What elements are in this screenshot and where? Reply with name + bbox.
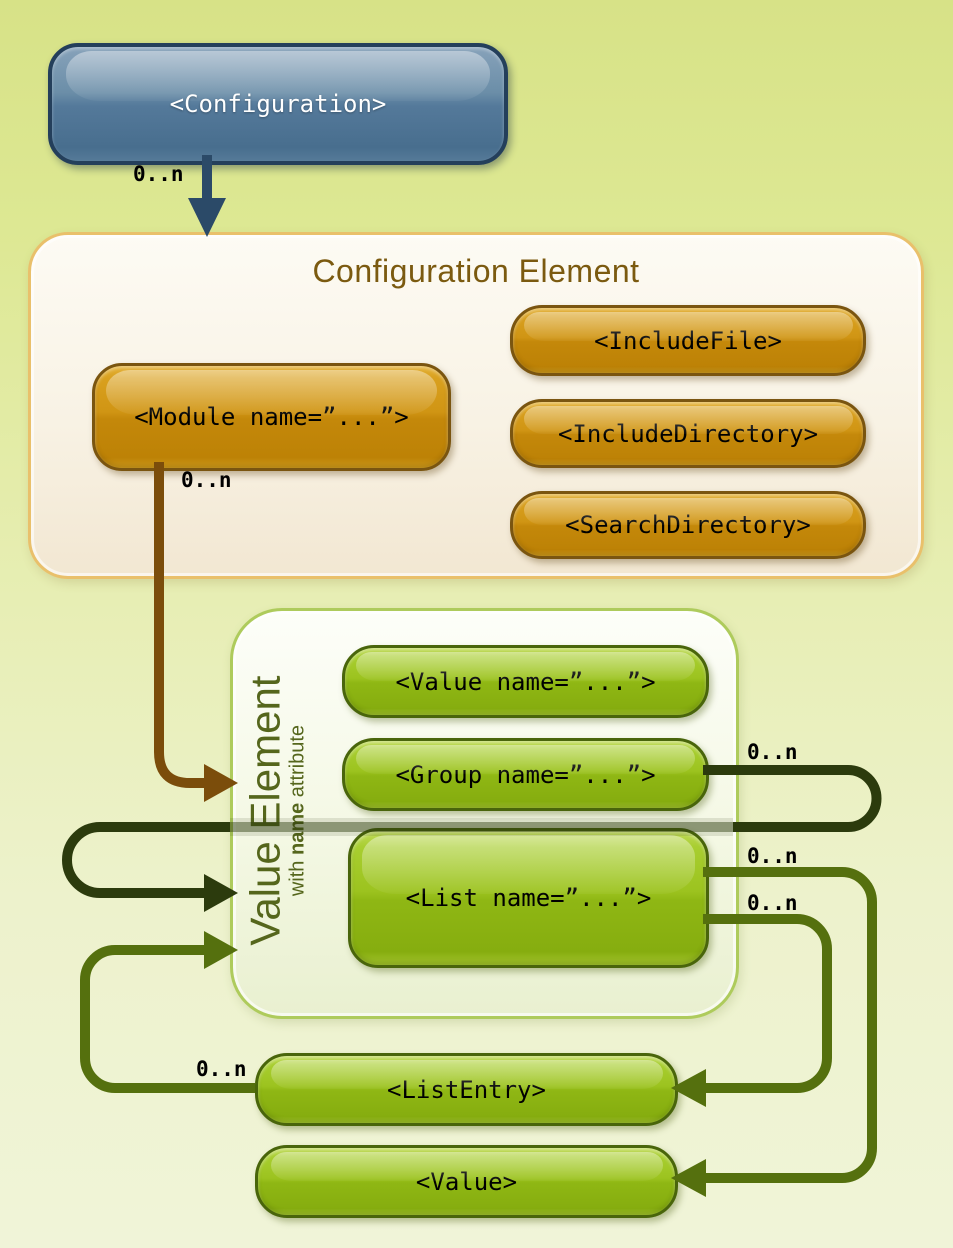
node-configuration: <Configuration> [48,43,508,165]
edge-label-list-to-listentry: 0..n [747,891,798,915]
node-list-entry: <ListEntry> [255,1053,678,1126]
node-value-bottom: <Value> [255,1145,678,1218]
configuration-element-title: Configuration Element [312,253,640,289]
node-module: <Module name=”...”> [92,363,451,471]
edge-group-loop-left [62,822,230,898]
value-element-title: Value Element [241,675,289,946]
node-search-directory: <SearchDirectory> [510,491,866,559]
node-include-file: <IncludeFile> [510,305,866,376]
node-list-name: <List name=”...”> [348,828,709,968]
edge-label-group-loop: 0..n [747,740,798,764]
edge-label-config-to-element: 0..n [133,162,184,186]
edge-label-list-to-value: 0..n [747,844,798,868]
edge-label-module-to-value-element: 0..n [181,468,232,492]
edge-label-listentry-to-value-element: 0..n [196,1057,247,1081]
value-element-rotated-label: Value Element with name attribute [228,608,324,1013]
value-element-subtitle: with name attribute [286,724,309,897]
node-group-name: <Group name=”...”> [342,738,709,811]
node-value-name: <Value name=”...”> [342,645,709,718]
node-include-directory: <IncludeDirectory> [510,399,866,468]
